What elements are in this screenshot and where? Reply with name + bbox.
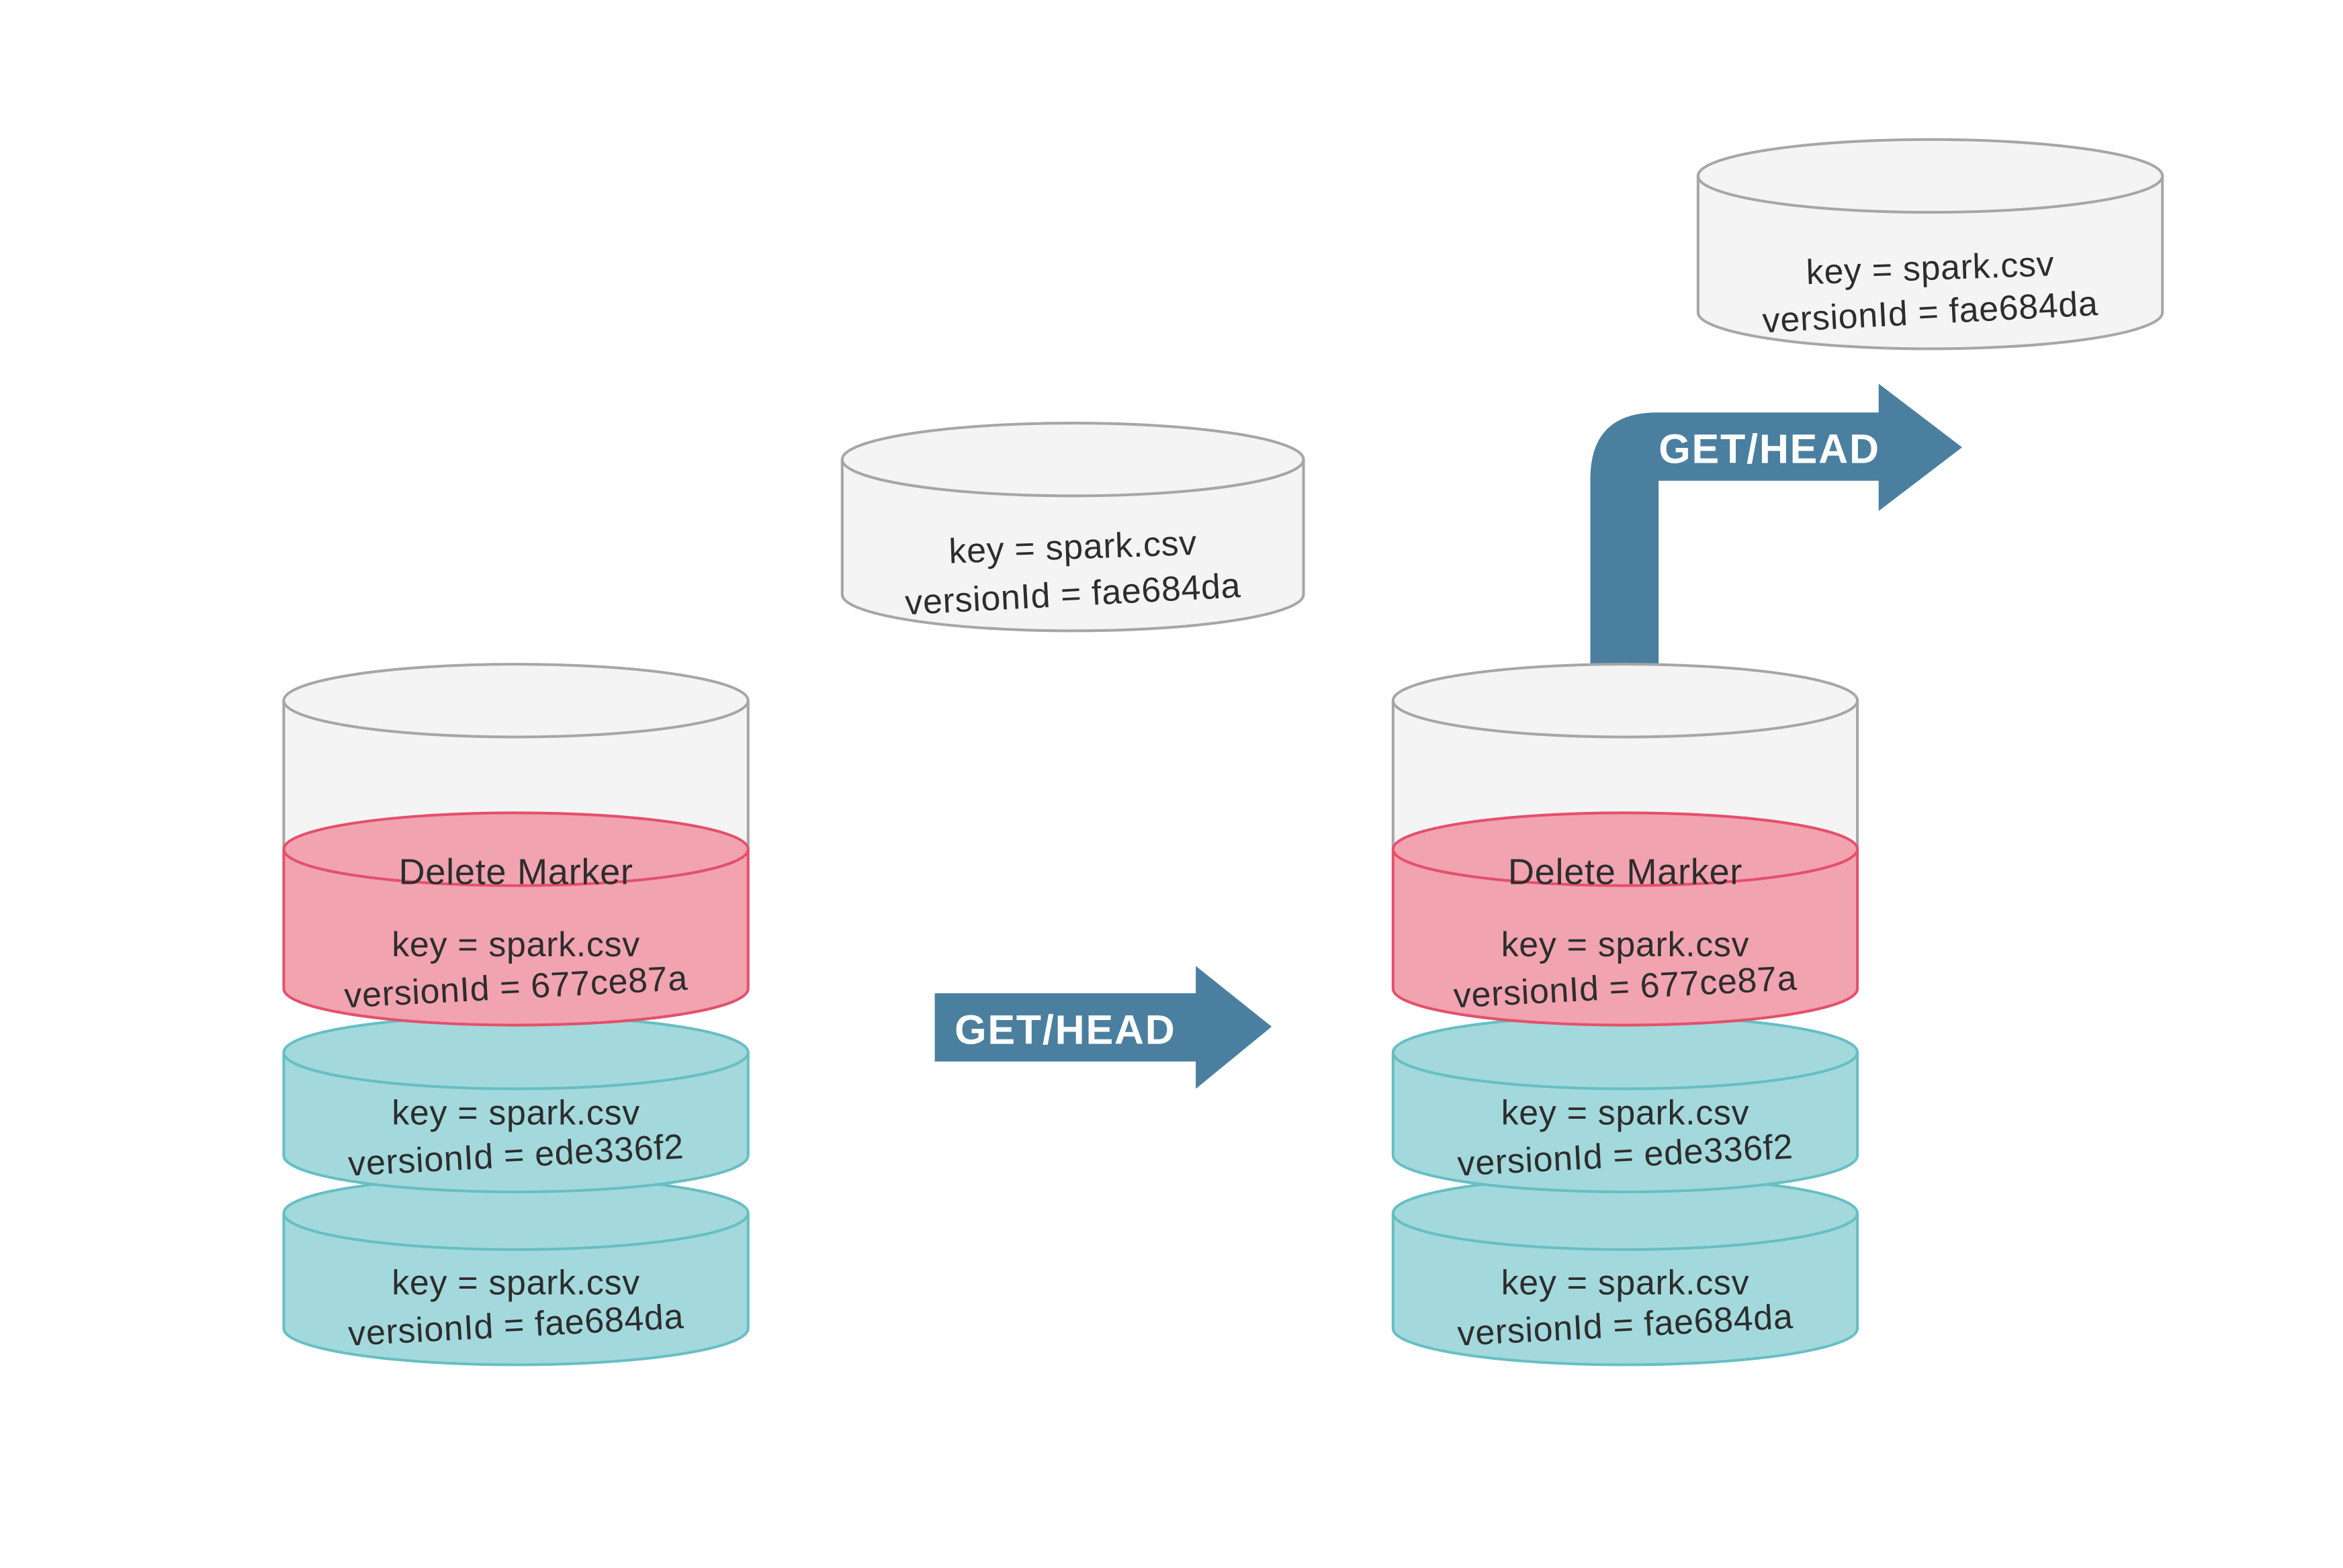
delete-marker-title: Delete Marker xyxy=(398,851,633,892)
left-version2-body xyxy=(283,1213,748,1365)
left-bucket-top-sides xyxy=(282,699,750,851)
object-key-label: key = spark.csv xyxy=(1806,244,2055,292)
cylinder-edge xyxy=(840,458,1305,633)
cylinder-body xyxy=(842,459,1304,631)
elbow-arrow-shape xyxy=(1590,383,1962,710)
right-bucket-opening-rim xyxy=(1391,663,1859,739)
cylinder-edge xyxy=(1696,174,2164,351)
right-version2-edge xyxy=(1391,1211,1859,1367)
left-bucket-opening-rim xyxy=(282,663,750,739)
left-version-stack: Delete Marker key = spark.csv versionId … xyxy=(282,663,750,1367)
left-delete-marker-edge xyxy=(282,847,750,1027)
delete-marker-key-label: key = spark.csv xyxy=(1501,925,1750,964)
result-object-cylinder: key = spark.csv versionId = fae684da xyxy=(1696,138,2164,351)
arrow-right-shape xyxy=(934,966,1272,1089)
get-head-arrow-middle: GET/HEAD xyxy=(934,966,1272,1089)
right-bucket-top-sides xyxy=(1391,699,1859,851)
version1-key-label: key = spark.csv xyxy=(392,1094,640,1133)
left-bucket-top-body xyxy=(283,700,748,849)
delete-marker-title: Delete Marker xyxy=(1508,851,1742,892)
object-key-label: key = spark.csv xyxy=(948,524,1197,571)
right-version1-top-rim xyxy=(1391,1014,1859,1091)
cylinder-body xyxy=(1697,175,2163,349)
get-head-arrow-top: GET/HEAD xyxy=(1590,383,1962,710)
version2-key-label: key = spark.csv xyxy=(1501,1263,1750,1302)
right-version1-body xyxy=(1392,1052,1858,1192)
right-delete-marker-top-rim xyxy=(1391,811,1859,887)
left-version1-edge xyxy=(282,1051,750,1193)
left-delete-marker-top-rim xyxy=(282,811,750,887)
left-version2-edge xyxy=(282,1211,750,1367)
left-version1-top-rim xyxy=(282,1014,750,1091)
right-delete-marker-edge xyxy=(1391,847,1859,1027)
right-bucket-top-body xyxy=(1392,700,1858,849)
cylinder-top-rim xyxy=(1696,138,2164,214)
cylinder-top-rim xyxy=(840,422,1305,498)
left-delete-marker-body xyxy=(283,849,748,1025)
right-version1-edge xyxy=(1391,1051,1859,1193)
get-head-arrow-label: GET/HEAD xyxy=(955,1007,1176,1052)
right-delete-marker-body xyxy=(1392,849,1858,1025)
right-version2-body xyxy=(1392,1213,1858,1365)
version2-key-label: key = spark.csv xyxy=(392,1263,640,1302)
get-head-arrow-label: GET/HEAD xyxy=(1659,426,1880,471)
left-version1-body xyxy=(283,1052,748,1192)
preview-object-cylinder: key = spark.csv versionId = fae684da xyxy=(840,422,1305,633)
delete-marker-key-label: key = spark.csv xyxy=(392,925,640,964)
right-version-stack: Delete Marker key = spark.csv versionId … xyxy=(1391,663,1859,1367)
version1-key-label: key = spark.csv xyxy=(1501,1094,1750,1133)
